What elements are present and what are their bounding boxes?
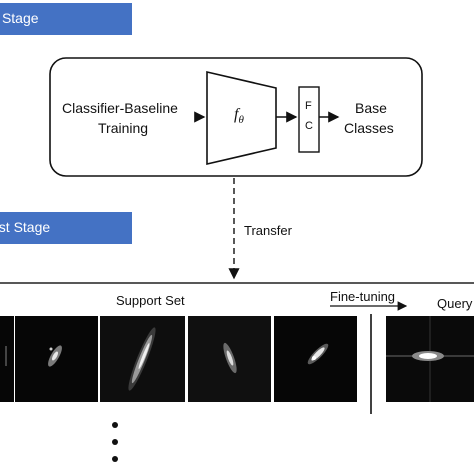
feature-extractor-label: fθ bbox=[234, 106, 244, 126]
transfer-label: Transfer bbox=[244, 223, 292, 238]
more-rows-dot bbox=[112, 456, 118, 462]
training-stage-tab: Training Stage bbox=[0, 3, 132, 35]
support-image-5 bbox=[274, 316, 357, 402]
feature-extractor-trapezoid bbox=[206, 70, 277, 166]
fine-tuning-label: Fine-tuning bbox=[330, 289, 396, 304]
query-label: Query bbox=[437, 296, 473, 311]
feature-extractor-symbol: f bbox=[234, 106, 239, 123]
support-image-2 bbox=[15, 316, 98, 402]
feature-extractor-subscript: θ bbox=[238, 114, 244, 127]
more-rows-dot bbox=[112, 422, 118, 428]
baseline-input-label-line2: Training bbox=[98, 120, 149, 136]
query-image-1 bbox=[386, 316, 474, 402]
base-classes-line1: Base bbox=[355, 100, 387, 116]
baseline-input-label-line1: Classifier-Baseline bbox=[62, 100, 178, 116]
base-classes-line2: Classes bbox=[344, 120, 394, 136]
baseline-training-box bbox=[49, 57, 423, 177]
support-image-1 bbox=[0, 316, 14, 402]
support-set-label: Support Set bbox=[116, 293, 185, 308]
test-stage-tab: Test Stage bbox=[0, 212, 132, 244]
fc-letter-f: F bbox=[305, 100, 312, 112]
fc-letter-c: C bbox=[305, 120, 313, 132]
more-rows-dot bbox=[112, 439, 118, 445]
support-image-3 bbox=[100, 316, 185, 402]
test-panel-box bbox=[0, 282, 474, 284]
support-image-4 bbox=[188, 316, 271, 402]
fc-layer-box bbox=[298, 86, 320, 153]
